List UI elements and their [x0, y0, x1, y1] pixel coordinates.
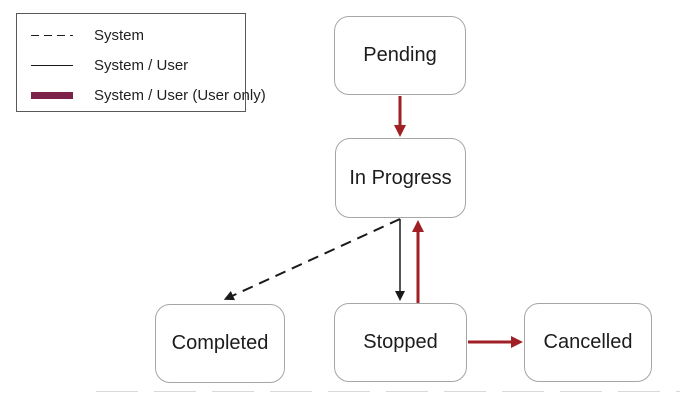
legend-item-system: System [31, 20, 245, 50]
state-stopped: Stopped [334, 303, 467, 382]
dashed-line-swatch [31, 34, 73, 36]
state-in-progress: In Progress [335, 138, 466, 218]
state-pending: Pending [334, 16, 466, 95]
legend-label-user-only: System / User (User only) [94, 86, 266, 104]
arrow-inprogress-to-completed [223, 218, 401, 301]
solid-line-swatch [31, 64, 73, 66]
legend-item-user-only: System / User (User only) [31, 80, 266, 110]
legend-label-system-user: System / User [94, 56, 189, 74]
thick-line-swatch [31, 91, 73, 99]
legend-item-system-user: System / User [31, 50, 245, 80]
legend: System System / User System / User (User… [16, 13, 266, 112]
state-cancelled: Cancelled [524, 303, 652, 382]
state-completed: Completed [155, 304, 285, 383]
legend-label-system: System [94, 26, 145, 44]
